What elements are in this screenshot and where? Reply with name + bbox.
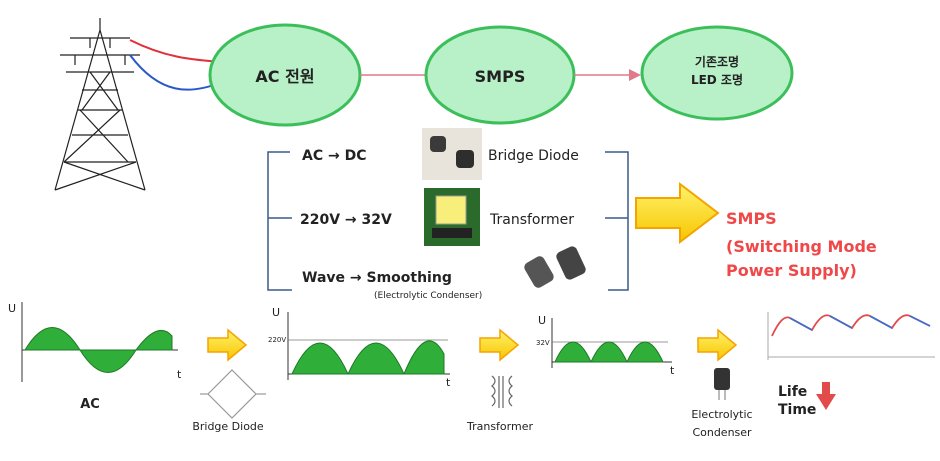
result-line2: (Switching Mode	[726, 237, 877, 256]
func-220-32: 220V → 32V	[300, 212, 392, 228]
ac-waveform	[21, 302, 178, 382]
component-transformer: Transformer	[489, 212, 574, 228]
bridge-diode-label: Bridge Diode	[192, 420, 264, 433]
condenser-label-1: Electrolytic	[691, 408, 752, 421]
transmission-tower-icon	[54, 18, 146, 191]
v220-label: 220V	[268, 336, 286, 344]
transformer-label: Transformer	[466, 420, 533, 433]
electrolytic-capacitor-icon	[714, 368, 730, 400]
func-smoothing-sub: (Electrolytic Condenser)	[374, 291, 482, 301]
function-bracket	[267, 151, 629, 291]
decrease-arrow-icon	[816, 382, 836, 410]
smps-label: SMPS	[475, 67, 526, 86]
component-bridge-diode: Bridge Diode	[488, 148, 579, 164]
small-arrow-icon	[479, 328, 520, 362]
transformer-photo	[424, 188, 480, 246]
red-wire	[129, 39, 223, 63]
result-title: SMPS	[726, 209, 777, 228]
ac-axis-u: U	[8, 302, 16, 315]
condenser-label-2: Condenser	[692, 426, 752, 439]
smoothed-ripple-waveform	[767, 312, 935, 360]
rect-axis-t: t	[446, 376, 451, 389]
ac-source-label: AC 전원	[255, 67, 314, 86]
ac-source-node: AC 전원	[208, 23, 362, 127]
transformer-symbol-icon	[491, 375, 513, 408]
ac-label: AC	[80, 397, 100, 412]
low-axis-u: U	[538, 314, 546, 327]
low-voltage-waveform	[551, 318, 672, 368]
lighting-label-2: LED 조명	[691, 73, 743, 87]
small-arrow-icon	[697, 328, 738, 362]
low-axis-t: t	[670, 364, 675, 377]
lighting-node: 기존조명 LED 조명	[640, 25, 794, 121]
small-arrow-icon	[207, 328, 248, 362]
life-label: Life	[778, 384, 807, 400]
result-line3: Power Supply)	[726, 261, 857, 280]
bridge-diode-symbol-icon	[200, 369, 266, 419]
lighting-label-1: 기존조명	[695, 54, 739, 69]
time-label: Time	[778, 402, 816, 418]
func-smoothing: Wave → Smoothing	[302, 270, 452, 286]
smps-node: SMPS	[424, 25, 576, 125]
func-ac-dc: AC → DC	[302, 148, 366, 164]
rectified-waveform	[287, 312, 450, 380]
bridge-diode-photo	[422, 128, 482, 180]
rect-axis-u: U	[272, 306, 280, 319]
ac-axis-t: t	[177, 368, 182, 381]
v32-label: 32V	[536, 339, 550, 347]
capacitor-photo	[524, 246, 586, 288]
result-arrow-icon	[635, 181, 720, 245]
